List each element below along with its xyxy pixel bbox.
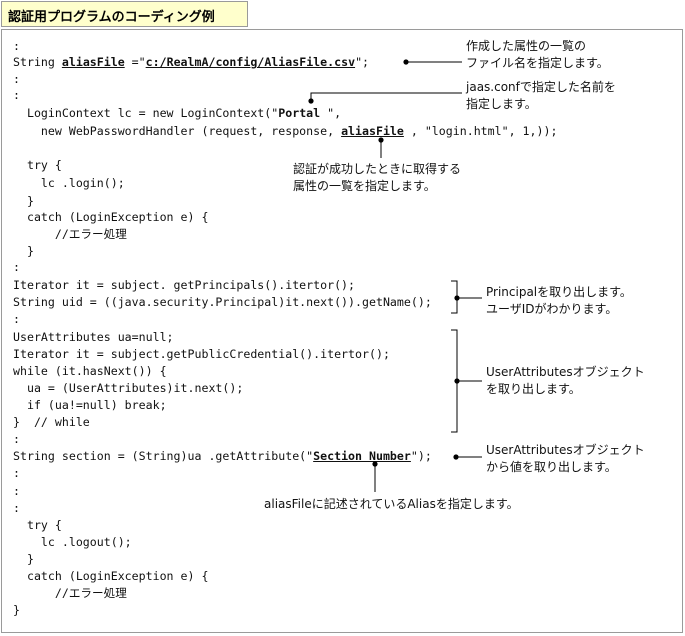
code-text: LoginContext lc = new LoginContext(" [13, 106, 279, 120]
code-ellipsis: : [13, 432, 20, 446]
code-line: } [13, 603, 20, 617]
note-alias-file: 作成した属性の一覧の ファイル名を指定します。 [466, 38, 609, 72]
code-line: Iterator it = subject. getPrincipals().i… [13, 278, 356, 292]
note-text: 属性の一覧を指定します。 [293, 179, 436, 193]
note-principal: Principalを取り出します。 ユーザIDがわかります。 [486, 284, 632, 318]
code-ellipsis: : [13, 466, 20, 480]
code-line-section: String section = (String)ua .getAttribut… [13, 449, 432, 463]
callout-dot [372, 461, 378, 467]
callout-dot [453, 454, 459, 460]
note-text: 指定します。 [466, 97, 537, 111]
alias-file-path: c:/RealmA/config/AliasFile.csv [145, 55, 356, 69]
note-text: aliasFileに記述されているAliasを指定します。 [264, 497, 519, 511]
code-text: ", [320, 106, 342, 120]
code-ellipsis: : [13, 260, 20, 274]
note-text: ユーザIDがわかります。 [486, 302, 618, 316]
code-ellipsis: : [13, 501, 20, 515]
code-text: "); [410, 449, 432, 463]
code-line: //エラー処理 [13, 586, 127, 600]
code-line-logincontext: LoginContext lc = new LoginContext("Port… [13, 106, 341, 120]
portal-name: Portal [278, 106, 321, 120]
note-text: から値を取り出します。 [486, 460, 617, 474]
section-number: Section Number [313, 449, 411, 463]
aliasfile-variable: aliasFile [61, 55, 125, 69]
note-text: Principalを取り出します。 [486, 285, 632, 299]
code-line: try { [13, 158, 62, 172]
note-text: 作成した属性の一覧の [466, 39, 587, 53]
note-userattributes-value: UserAttributesオブジェクト から値を取り出します。 [486, 442, 645, 476]
code-ellipsis: : [13, 312, 20, 326]
note-alias-entry: aliasFileに記述されているAliasを指定します。 [264, 496, 519, 513]
code-line: catch (LoginException e) { [13, 569, 209, 583]
note-text: 認証が成功したときに取得する [293, 162, 462, 176]
note-auth-attributes: 認証が成功したときに取得する 属性の一覧を指定します。 [293, 161, 461, 195]
note-text: jaas.confで指定した名前を [466, 80, 616, 94]
aliasfile-argument: aliasFile [341, 124, 404, 138]
code-line: lc .logout(); [13, 535, 132, 549]
code-line: catch (LoginException e) { [13, 210, 209, 224]
callout-dot [454, 378, 460, 384]
callout-dot [403, 59, 409, 65]
note-text: を取り出します。 [486, 382, 581, 396]
code-ellipsis: : [13, 484, 20, 498]
note-userattributes-get: UserAttributesオブジェクト を取り出します。 [486, 364, 645, 398]
code-line: lc .login(); [13, 176, 125, 190]
code-line: } [13, 244, 34, 258]
code-text: String section = (String)ua .getAttribut… [13, 449, 314, 463]
page-title: 認証用プログラムのコーディング例 [8, 10, 215, 25]
title-box: 認証用プログラムのコーディング例 [1, 1, 248, 27]
callout-dot [378, 137, 384, 143]
code-line: ua = (UserAttributes)it.next(); [13, 381, 244, 395]
callout-line [310, 92, 462, 101]
code-line: if (ua!=null) break; [13, 398, 167, 412]
code-line: } [13, 194, 34, 208]
code-line: while (it.hasNext()) { [13, 364, 167, 378]
code-line-aliasfile: String aliasFile ="c:/RealmA/config/Alia… [13, 55, 369, 69]
note-text: ファイル名を指定します。 [466, 56, 609, 70]
code-line: } [13, 552, 34, 566]
code-text: "; [355, 55, 370, 69]
code-line-handler: new WebPasswordHandler (request, respons… [13, 124, 558, 138]
code-text: new WebPasswordHandler (request, respons… [13, 124, 342, 138]
code-text: String [13, 55, 62, 69]
code-line: try { [13, 518, 62, 532]
code-text: , "login.html", 1,)); [403, 124, 558, 138]
callout-dot [454, 295, 460, 301]
code-ellipsis: : [13, 39, 20, 53]
code-line: String uid = ((java.security.Principal)i… [13, 295, 432, 309]
note-jaas-conf: jaas.confで指定した名前を 指定します。 [466, 79, 616, 113]
code-line: UserAttributes ua=null; [13, 330, 174, 344]
note-text: UserAttributesオブジェクト [486, 365, 645, 379]
callout-dot [308, 98, 314, 104]
code-line: Iterator it = subject.getPublicCredentia… [13, 347, 390, 361]
code-line: //エラー処理 [13, 227, 127, 241]
code-ellipsis: : [13, 72, 20, 86]
code-line: } // while [13, 415, 90, 429]
code-ellipsis: : [13, 88, 20, 102]
code-text: =" [124, 55, 146, 69]
code-frame [1, 29, 683, 633]
note-text: UserAttributesオブジェクト [486, 443, 645, 457]
